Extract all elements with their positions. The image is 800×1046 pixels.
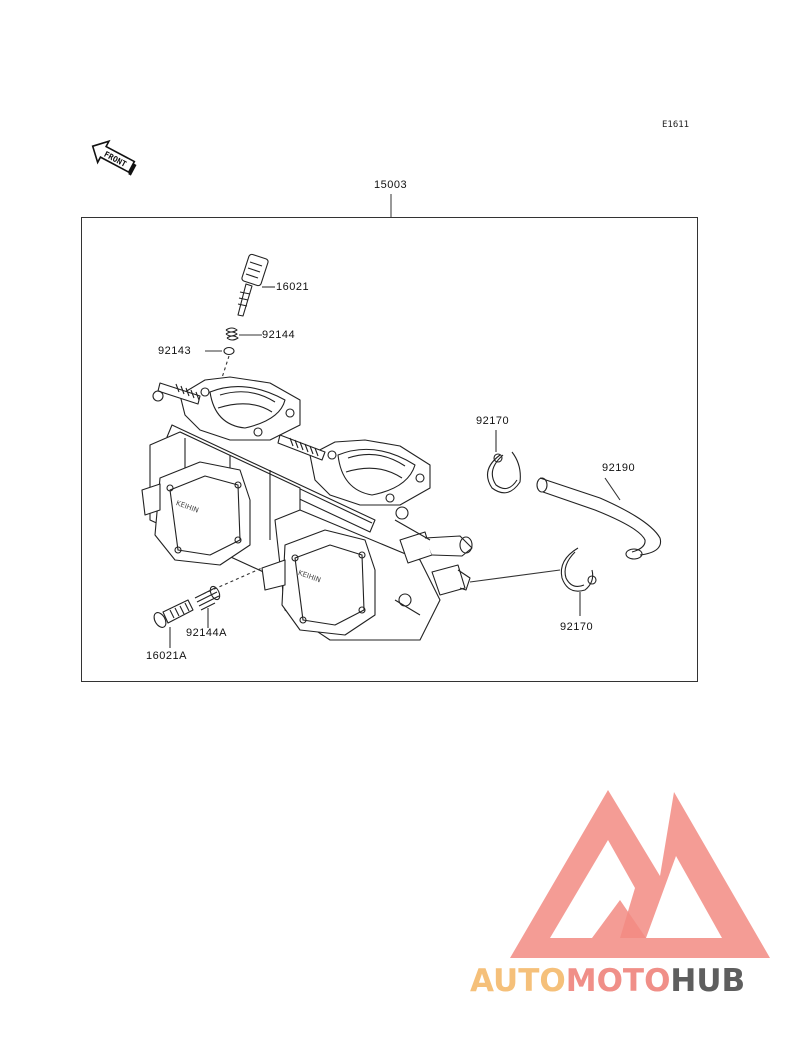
oring-top [223, 346, 235, 356]
logo-moto: MOTO [565, 963, 671, 999]
automotohub-logo-text: AUTOMOTOHUB [470, 963, 745, 999]
pilot-screw-top [237, 253, 269, 317]
parts-frame [81, 217, 698, 682]
logo-auto: AUTO [470, 963, 566, 999]
spring-bottom [194, 585, 221, 611]
clip-lower [560, 547, 597, 592]
automotohub-logo-mark [510, 790, 770, 958]
part-label-92143: 92143 [158, 345, 192, 357]
hose [536, 477, 662, 560]
part-label-92170-upper: 92170 [476, 415, 510, 427]
part-label-92190: 92190 [602, 462, 636, 474]
part-label-92144a: 92144A [186, 627, 227, 639]
spring-top [225, 327, 239, 341]
part-label-92144: 92144 [262, 329, 296, 341]
diagram-code: E1611 [662, 120, 690, 130]
assembly-label: 15003 [374, 179, 408, 191]
part-label-92170-lower: 92170 [560, 621, 594, 633]
assembly-leader [390, 194, 392, 218]
part-label-16021a: 16021A [146, 650, 187, 662]
carburetor-body: KEIHIN KEIHIN [141, 376, 473, 641]
clip-upper [486, 451, 521, 494]
logo-hub: HUB [670, 963, 746, 999]
front-arrow-icon: FRONT [91, 139, 137, 176]
pilot-screw-bottom [153, 599, 194, 628]
part-label-16021: 16021 [276, 281, 310, 293]
